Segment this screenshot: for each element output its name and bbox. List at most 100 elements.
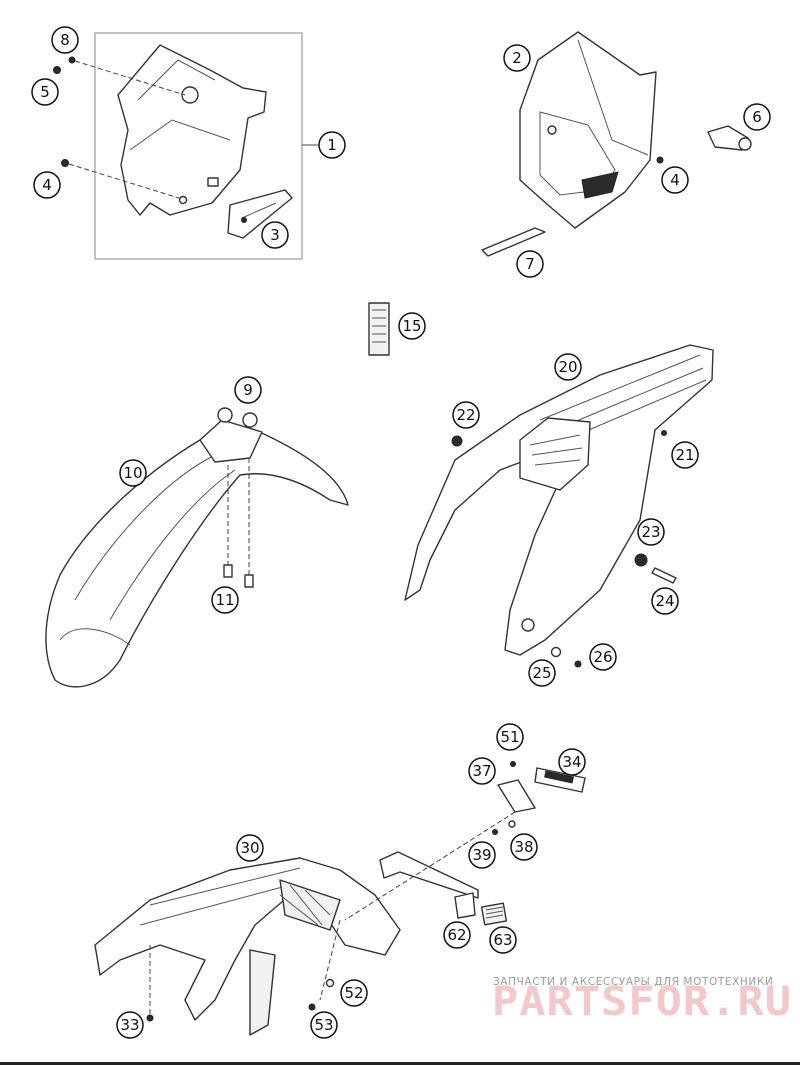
screw-5 — [53, 66, 61, 74]
assembly-frame-1 — [94, 32, 303, 260]
callout-30: 30 — [236, 834, 264, 862]
screw-4-left — [61, 159, 69, 167]
rear-fender-stripe-2 — [554, 367, 704, 431]
rear-fender — [404, 344, 714, 656]
svg-text:39: 39 — [472, 846, 491, 864]
plate-holder-37 — [497, 779, 536, 813]
svg-text:8: 8 — [60, 31, 70, 49]
svg-text:23: 23 — [641, 523, 660, 541]
svg-text:9: 9 — [243, 381, 253, 399]
svg-text:15: 15 — [402, 317, 421, 335]
front-fender-mount — [199, 419, 263, 463]
callout-4-right: 4 — [661, 166, 689, 194]
callout-9: 9 — [234, 376, 262, 404]
plate-sticker-7 — [481, 227, 546, 257]
fender-bushing-left — [217, 407, 233, 423]
svg-text:21: 21 — [675, 446, 694, 464]
svg-text:33: 33 — [120, 1016, 139, 1034]
screw-4-right — [656, 156, 664, 164]
callout-24: 24 — [651, 587, 679, 615]
callout-2: 2 — [503, 44, 531, 72]
callout-1: 1 — [318, 131, 346, 159]
callout-25: 25 — [528, 659, 556, 687]
headlight-mask-ridge — [129, 59, 231, 151]
svg-text:24: 24 — [655, 592, 674, 610]
callout-38: 38 — [510, 833, 538, 861]
headlight-mask-screw-hole — [178, 195, 188, 205]
number-plate-vent — [581, 171, 619, 199]
front-fender — [45, 429, 349, 688]
front-fender-rib-right — [109, 469, 236, 621]
license-plate-bracket-62 — [379, 851, 479, 899]
leader-plate-holder — [344, 811, 516, 921]
svg-text:63: 63 — [493, 931, 512, 949]
callout-15: 15 — [398, 312, 426, 340]
callout-63: 63 — [489, 926, 517, 954]
grommet-23 — [634, 553, 648, 567]
headlight-mask-hole — [181, 86, 199, 104]
callout-39: 39 — [468, 841, 496, 869]
nut-22 — [451, 435, 463, 447]
bottom-border — [0, 1062, 800, 1065]
callout-6: 6 — [743, 103, 771, 131]
callout-22: 22 — [452, 401, 480, 429]
adhesive-strip-15-lines — [372, 309, 386, 343]
mask-sticker-detail — [241, 202, 277, 219]
callout-4-left: 4 — [33, 171, 61, 199]
svg-text:4: 4 — [42, 176, 52, 194]
reflector-62 — [454, 892, 476, 919]
rear-fender-stripe-3 — [569, 379, 707, 439]
mask-sticker-plate — [227, 189, 293, 239]
plate-light-lens — [544, 770, 574, 784]
number-plate-crease — [577, 39, 649, 156]
front-fender-nose — [59, 628, 131, 646]
svg-text:20: 20 — [558, 358, 577, 376]
svg-text:37: 37 — [472, 762, 491, 780]
washer-38 — [508, 820, 516, 828]
svg-text:22: 22 — [456, 406, 475, 424]
headlight-mask — [117, 44, 267, 216]
washer-8 — [68, 56, 76, 64]
watermark-caption: ЗАПЧАСТИ И АКСЕССУАРЫ ДЛЯ МОТОТЕХНИКИ — [493, 976, 773, 988]
rear-fender-hole — [521, 618, 535, 632]
callout-8: 8 — [51, 26, 79, 54]
number-plate — [519, 31, 657, 229]
callout-53: 53 — [310, 1011, 338, 1039]
mask-sticker-dot — [241, 217, 247, 223]
svg-text:30: 30 — [240, 839, 259, 857]
svg-text:2: 2 — [512, 49, 522, 67]
svg-text:4: 4 — [670, 171, 680, 189]
side-panel-mesh-grid — [279, 884, 331, 926]
washer-52 — [325, 978, 335, 988]
side-panel-mesh — [279, 879, 341, 931]
callout-34: 34 — [558, 748, 586, 776]
svg-text:3: 3 — [270, 226, 280, 244]
screw-26 — [574, 660, 582, 668]
screw-51 — [510, 761, 516, 767]
svg-text:62: 62 — [447, 926, 466, 944]
side-panel-rib-1 — [149, 867, 301, 906]
screw-33 — [146, 1014, 154, 1022]
reflector-63-lines — [485, 906, 504, 919]
svg-text:11: 11 — [215, 591, 234, 609]
svg-text:6: 6 — [752, 108, 762, 126]
rear-fender-stripe-1 — [539, 354, 701, 421]
headlight-mask-slot — [207, 177, 219, 187]
nut-39 — [492, 829, 498, 835]
fender-bolt-left — [223, 564, 233, 578]
leader-52-53 — [319, 919, 341, 1001]
svg-text:25: 25 — [532, 664, 551, 682]
reflector-63 — [480, 902, 508, 926]
screw-53 — [308, 1003, 316, 1011]
leader-4-left — [68, 163, 183, 200]
callout-3: 3 — [261, 221, 289, 249]
watermark-logo: PARTSFOR.RU — [492, 979, 792, 1025]
callout-7: 7 — [516, 250, 544, 278]
svg-text:52: 52 — [344, 984, 363, 1002]
callout-23: 23 — [637, 518, 665, 546]
callout-62: 62 — [443, 921, 471, 949]
callout-51: 51 — [496, 723, 524, 751]
plate-clip-6-roller — [738, 137, 752, 151]
svg-text:10: 10 — [123, 464, 142, 482]
